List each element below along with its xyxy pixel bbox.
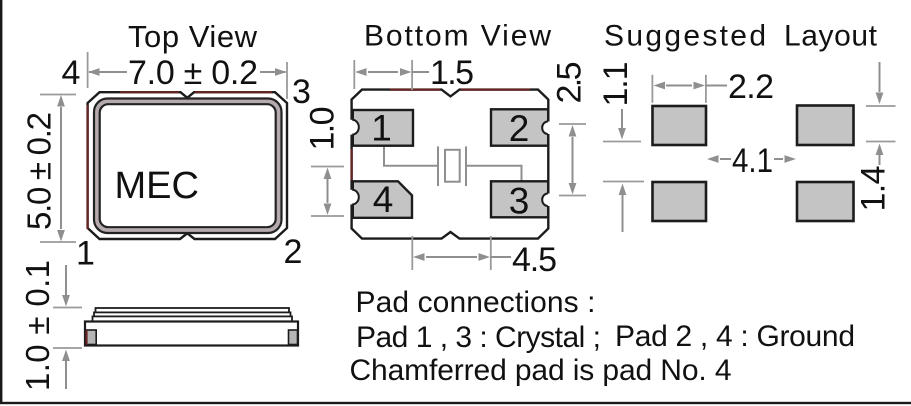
svg-text:1.4: 1.4: [855, 166, 893, 212]
svg-text:Pad 1 , 3 : Crystal ;: Pad 1 , 3 : Crystal ;: [356, 321, 601, 354]
svg-text:4.1: 4.1: [732, 142, 773, 180]
svg-text:1: 1: [371, 108, 392, 149]
svg-text:4.5: 4.5: [512, 241, 557, 279]
svg-text:4: 4: [62, 54, 81, 92]
svg-text:1.1: 1.1: [597, 62, 635, 107]
svg-text:3: 3: [509, 181, 530, 222]
svg-text:Pad 2 , 4 : Ground: Pad 2 , 4 : Ground: [615, 320, 855, 353]
svg-text:MEC: MEC: [115, 165, 199, 207]
svg-text:5.0 ± 0.2: 5.0 ± 0.2: [21, 112, 58, 230]
svg-text:7.0 ± 0.2: 7.0 ± 0.2: [128, 54, 258, 92]
svg-text:2: 2: [509, 108, 530, 149]
svg-text:Pad connections :: Pad connections :: [356, 286, 596, 319]
svg-text:Chamferred pad is pad No. 4: Chamferred pad is pad No. 4: [350, 354, 732, 387]
svg-text:Top View: Top View: [128, 19, 258, 54]
svg-text:1.0: 1.0: [304, 107, 342, 151]
svg-text:1: 1: [76, 235, 95, 273]
svg-text:Bottom View: Bottom View: [364, 19, 551, 52]
svg-text:2: 2: [284, 233, 303, 271]
svg-text:2.2: 2.2: [728, 68, 774, 106]
svg-text:Suggested: Suggested: [604, 19, 766, 52]
svg-text:3: 3: [292, 73, 311, 111]
svg-text:2.5: 2.5: [551, 62, 589, 104]
svg-text:1.5: 1.5: [430, 54, 474, 92]
svg-text:4: 4: [373, 179, 394, 220]
svg-text:Layout: Layout: [784, 19, 878, 52]
svg-text:1.0 ± 0.1: 1.0 ± 0.1: [19, 260, 56, 391]
